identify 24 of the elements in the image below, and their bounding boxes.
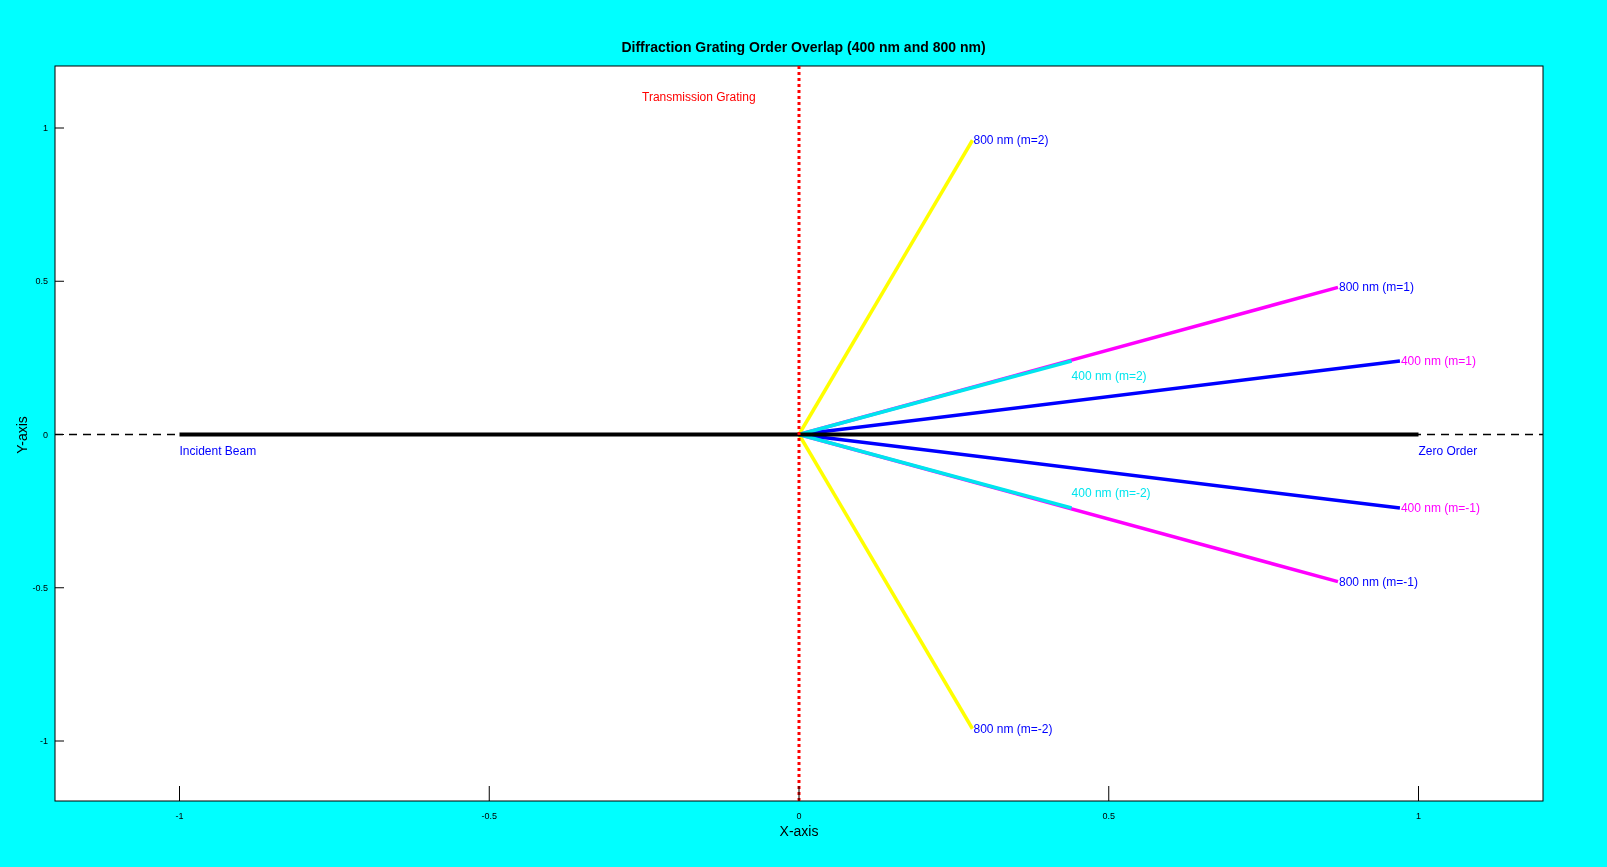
tick-label: -0.5 (32, 583, 48, 593)
tick-label: 0 (43, 430, 48, 439)
tick-label: -1 (175, 811, 184, 821)
ray-label: 400 nm (m=2) (1071, 370, 1147, 383)
tick-label: 1 (43, 123, 48, 133)
beam-label: Zero Order (1418, 445, 1478, 458)
beam-label: Incident Beam (179, 445, 257, 458)
tick-label: -1 (40, 736, 48, 746)
ray-label: 800 nm (m=-2) (973, 722, 1053, 735)
tick-label: -0.5 (481, 811, 497, 821)
tick-label: 0.5 (35, 276, 48, 286)
ray-label: 400 nm (m=1) (1400, 354, 1476, 367)
ray-label: 800 nm (m=2) (973, 134, 1049, 147)
axis-title: Y-axis (15, 415, 29, 454)
tick-label: 0.5 (1102, 811, 1115, 821)
ray-label: 400 nm (m=-2) (1071, 486, 1151, 499)
chart-title: Diffraction Grating Order Overlap (400 nm and 800 nm) (620, 40, 987, 54)
axis-title: X-axis (779, 824, 819, 838)
tick-label: 1 (1416, 811, 1421, 821)
ray-label: 800 nm (m=1) (1338, 281, 1414, 294)
ray-label: 400 nm (m=-1) (1400, 502, 1480, 515)
ray-label: 800 nm (m=-1) (1338, 575, 1418, 588)
grating-label: Transmission Grating (642, 91, 756, 104)
tick-label: 0 (796, 811, 802, 821)
